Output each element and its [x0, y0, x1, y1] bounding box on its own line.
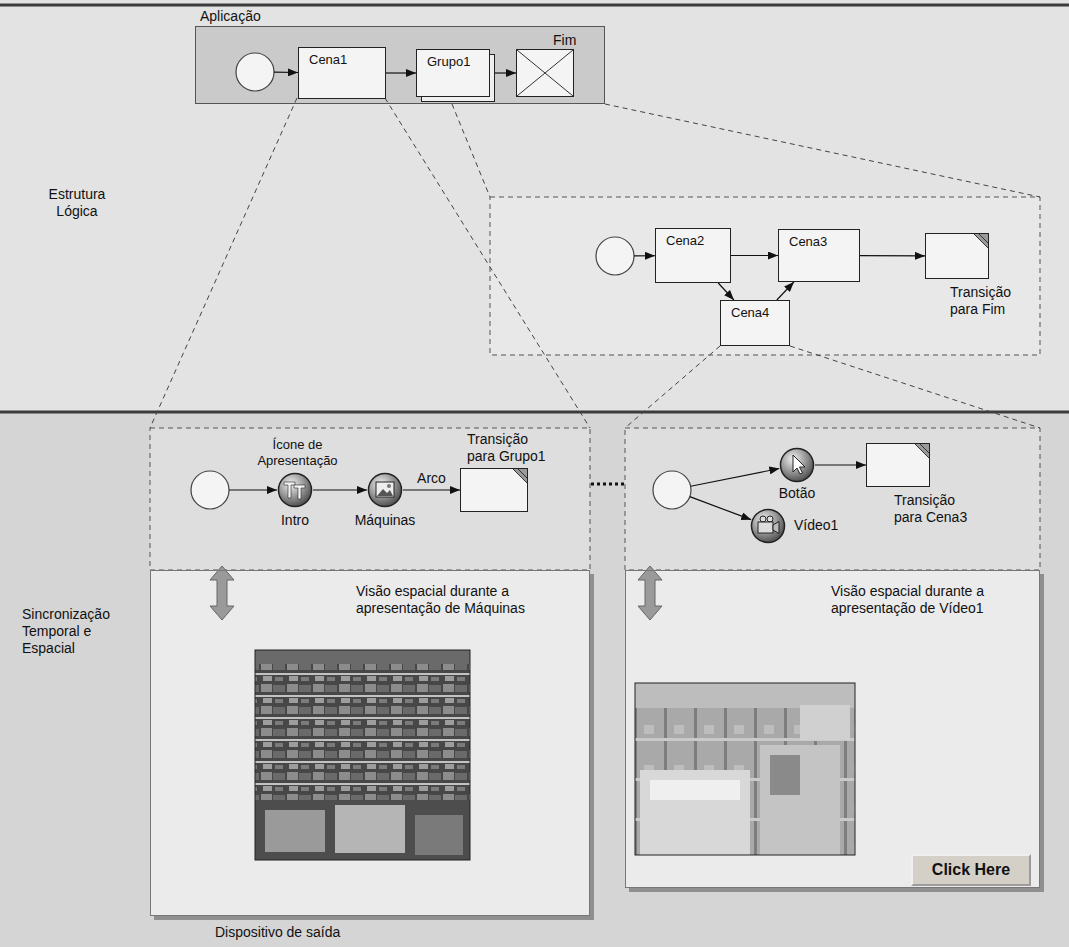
node-label: Visão espacial durante a apresentação de… — [356, 583, 571, 617]
flow-arrow — [490, 72, 516, 73]
scene-box: Cena2 — [655, 228, 731, 283]
node-label: Cena2 — [666, 233, 704, 249]
presentation-icon: Intro — [277, 472, 313, 508]
output-panel: Visão espacial durante a apresentação de… — [625, 570, 1040, 888]
flow-arrow — [777, 282, 794, 300]
flow-arrow — [860, 255, 925, 256]
flow-arrow — [718, 283, 734, 300]
node-label: Cena4 — [731, 305, 769, 321]
transition-box: Transição para Cena3 — [866, 443, 930, 487]
label-slot: Sincronização Temporal e Espacial — [22, 606, 127, 656]
node-label: Transição para Fim — [950, 284, 1030, 318]
node-label: Fim — [553, 32, 593, 49]
label-slot: Estrutura Lógica — [36, 186, 118, 220]
icon-symbol — [779, 447, 815, 483]
video-icon: Vídeo1 — [750, 508, 786, 544]
end-box: Fim — [516, 49, 574, 97]
presentation-icon: Máquinas — [367, 472, 403, 508]
annotation-label: Ícone de Apresentação — [250, 437, 345, 468]
icon-symbol — [750, 508, 786, 544]
label-slot: Dispositivo de saída — [215, 924, 435, 941]
application-box: AplicaçãoCena1Grupo1Fim — [195, 26, 605, 104]
transition-fold — [461, 469, 527, 511]
node-label: Intro — [255, 512, 335, 529]
node-label: Transição para Cena3 — [894, 492, 979, 526]
transition-fold — [867, 444, 929, 486]
node-label: Click Here — [932, 860, 1010, 879]
start-arrow — [634, 255, 655, 256]
icon-symbol — [277, 472, 313, 508]
scene-box: Cena4 — [720, 300, 790, 346]
edge-label: Arco — [392, 470, 472, 487]
edge-label-slot: Arco — [392, 470, 472, 487]
start-arrow — [690, 497, 751, 520]
icon-symbol — [367, 472, 403, 508]
transition-box: Transição para Grupo1 — [460, 468, 528, 512]
start-arrow — [229, 489, 277, 490]
node-label: Máquinas — [345, 512, 425, 529]
flow-arrow — [731, 255, 778, 256]
annotation-label: Sincronização Temporal e Espacial — [22, 606, 127, 656]
label-slot: Ícone de Apresentação — [250, 437, 345, 468]
scene-box: Cena1 — [298, 47, 386, 99]
node-label: Cena3 — [789, 234, 827, 250]
start-arrow — [691, 469, 780, 487]
transition-box: Transição para Fim — [925, 233, 989, 279]
transition-fold — [926, 234, 988, 278]
node-label: Transição para Grupo1 — [467, 431, 552, 465]
flow-arrow — [313, 489, 367, 490]
scene-box: Cena3 — [778, 229, 860, 282]
flow-arrow — [386, 72, 416, 73]
node-label: Cena1 — [309, 52, 347, 68]
node-label: Visão espacial durante a apresentação de… — [831, 583, 1036, 617]
start-arrow — [274, 72, 298, 73]
click-button: Click Here — [911, 854, 1031, 886]
button-icon: Botão — [779, 447, 815, 483]
node-label: Vídeo1 — [794, 517, 864, 534]
node-label: Botão — [757, 485, 837, 502]
group-box: Grupo1 — [416, 49, 490, 97]
output-panel: Visão espacial durante a apresentação de… — [150, 570, 590, 916]
annotation-label: Estrutura Lógica — [36, 186, 118, 220]
annotation-label: Dispositivo de saída — [215, 924, 435, 941]
node-label: Grupo1 — [427, 54, 470, 70]
flow-arrow — [403, 489, 460, 490]
node-label: Aplicação — [200, 8, 320, 25]
flow-arrow — [815, 464, 866, 465]
end-cross — [517, 50, 573, 96]
